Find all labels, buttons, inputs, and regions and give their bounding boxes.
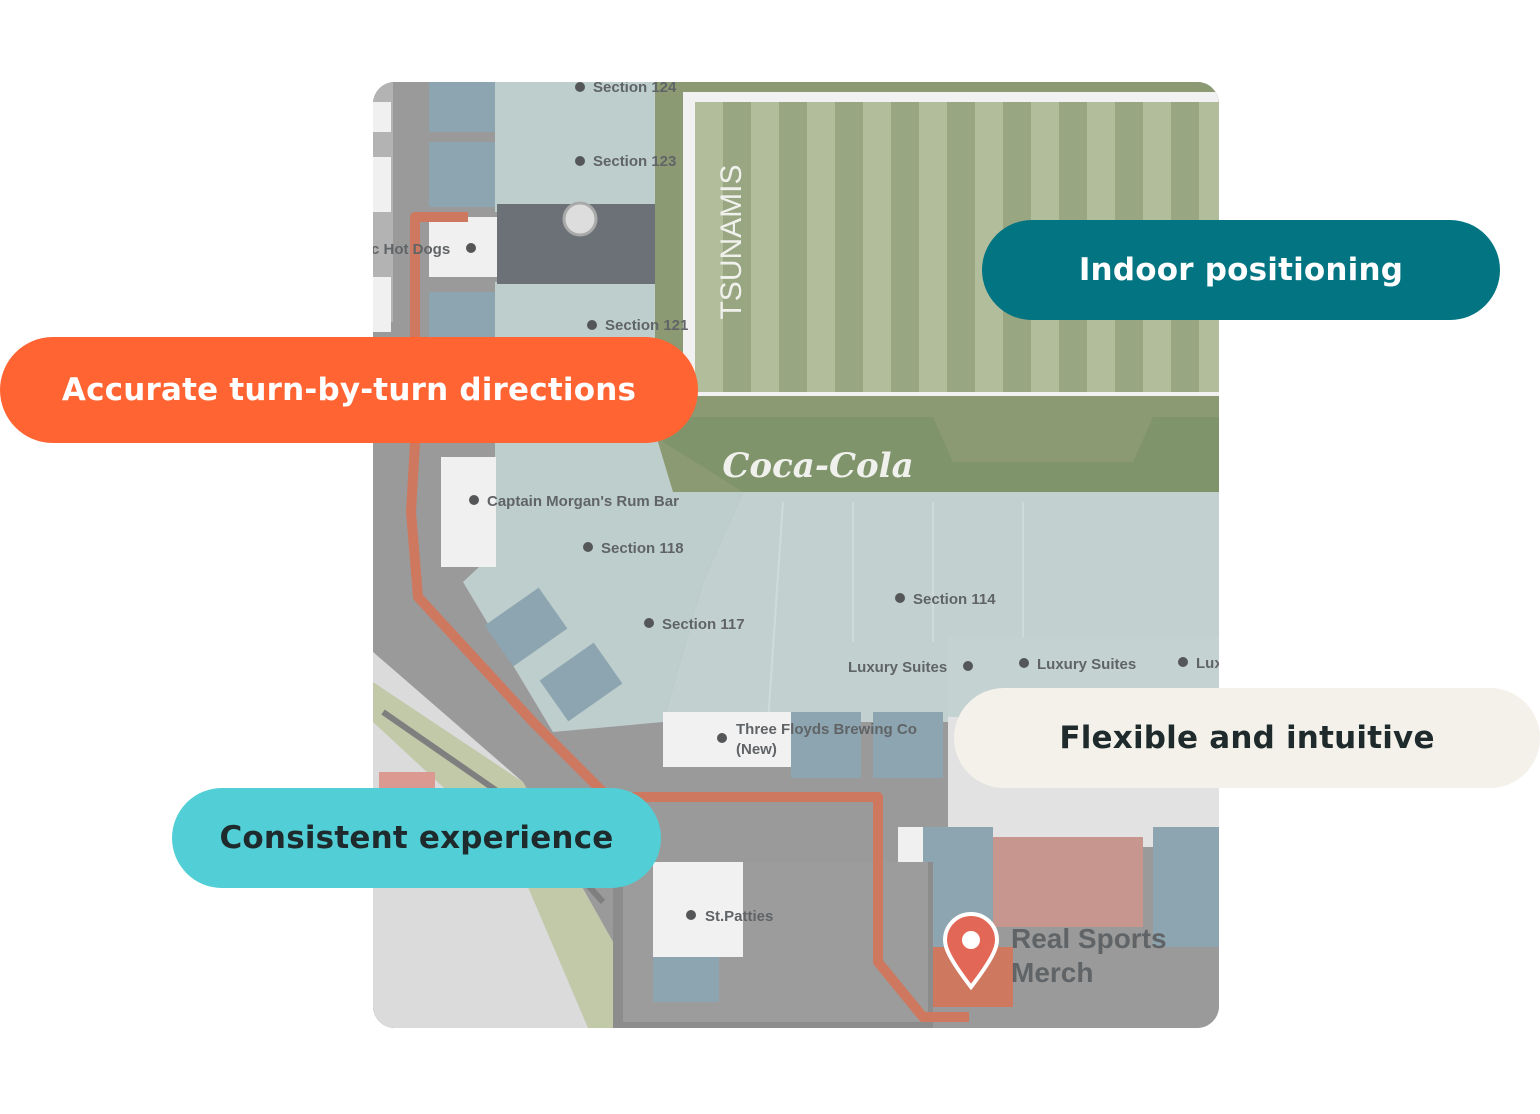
seating-curve — [463, 432, 743, 732]
svg-text:Section 124: Section 124 — [593, 82, 677, 96]
turn-by-turn-pill: Accurate turn-by-turn directions — [0, 337, 698, 443]
restroom-4 — [484, 587, 568, 667]
svg-text:Section 117: Section 117 — [662, 616, 745, 633]
restroom-10 — [653, 957, 719, 1002]
restroom-6 — [791, 712, 861, 778]
rum-bar-block — [441, 457, 496, 567]
section-labels: Section 124 Section 123 c Hot Dogs Secti… — [373, 82, 1219, 925]
merch-area — [993, 837, 1143, 927]
sponsor-band — [655, 417, 1219, 492]
seating-114 — [663, 492, 1219, 722]
left-block-2 — [373, 157, 391, 212]
section-dividers — [767, 501, 1024, 723]
svg-text:Three Floyds Brewing Co: Three Floyds Brewing Co — [736, 721, 917, 738]
svg-text:Section 118: Section 118 — [601, 540, 684, 557]
svg-text:Section 123: Section 123 — [593, 153, 676, 170]
tunnel-marker — [562, 201, 598, 237]
restroom-5 — [539, 642, 623, 722]
svg-text:Luxury Suites: Luxury Suites — [1037, 656, 1136, 673]
svg-text:Section 114: Section 114 — [913, 591, 996, 608]
restroom-7 — [873, 712, 943, 778]
svg-text:c Hot Dogs: c Hot Dogs — [373, 241, 450, 258]
svg-text:St.Patties: St.Patties — [705, 908, 773, 925]
restroom-2 — [429, 142, 495, 207]
left-block-3 — [373, 277, 391, 332]
destination-pin-icon[interactable] — [942, 912, 1000, 991]
consistent-experience-pill: Consistent experience — [172, 788, 661, 888]
brewing-block — [663, 712, 793, 767]
destination-label-line2: Merch — [1011, 957, 1093, 988]
seating-upper — [495, 82, 655, 212]
indoor-positioning-pill: Indoor positioning — [982, 220, 1500, 320]
st-patties-block — [653, 862, 743, 957]
svg-text:Section 121: Section 121 — [605, 317, 688, 334]
restroom-9 — [1153, 827, 1219, 947]
flexible-intuitive-pill: Flexible and intuitive — [954, 688, 1540, 788]
left-block-1 — [373, 102, 391, 132]
svg-text:Lux: Lux — [1196, 655, 1219, 672]
outer-lawn — [373, 682, 613, 1028]
coca-cola-logo: Coca-Cola — [722, 446, 913, 486]
restroom-1 — [429, 82, 495, 132]
hot-dogs-kiosk — [429, 217, 499, 277]
svg-text:(New): (New) — [736, 741, 777, 758]
destination-label-line1: Real Sports — [1011, 923, 1167, 954]
field-name: TSUNAMIS — [715, 164, 748, 319]
svg-text:Captain Morgan's Rum Bar: Captain Morgan's Rum Bar — [487, 493, 679, 510]
svg-text:Luxury Suites: Luxury Suites — [848, 659, 947, 676]
